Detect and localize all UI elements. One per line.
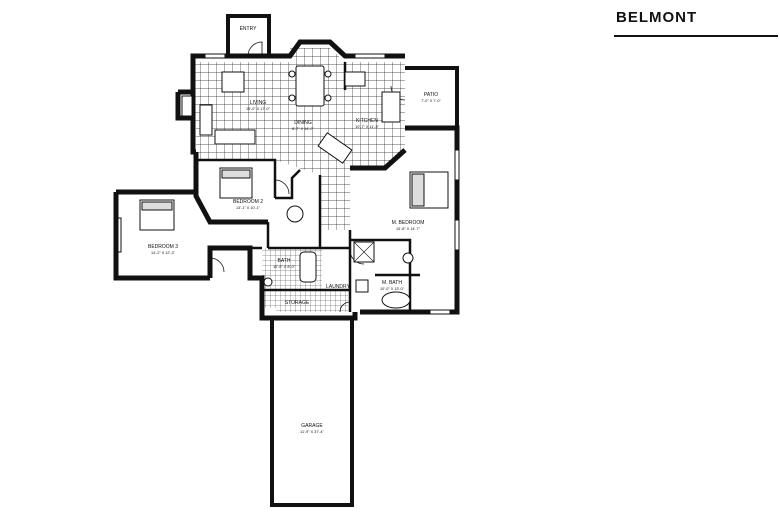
bath-dims: 10'-0" X 8'-0" xyxy=(273,265,296,269)
garage-label: GARAGE xyxy=(301,423,323,429)
living-armchair xyxy=(221,71,245,93)
dining-chair xyxy=(288,94,296,102)
patio-label: PATIO xyxy=(424,92,438,98)
dining-table xyxy=(295,65,325,107)
bathtub xyxy=(299,251,317,283)
living-sofa xyxy=(199,104,213,136)
storage-label: STORAGE xyxy=(285,300,310,306)
toilet xyxy=(263,277,273,287)
master-bath-label: M. BATH xyxy=(382,280,402,286)
toilet xyxy=(402,252,414,264)
plan-title: BELMONT xyxy=(616,9,698,26)
kitchen-island xyxy=(317,132,353,164)
kitchen-counter xyxy=(381,91,401,123)
garage-dims: 11'-9" X 37'-4" xyxy=(300,430,324,434)
laundry-label: LAUNDRY xyxy=(326,284,350,290)
living-dims: 15'-0" X 17'-0" xyxy=(246,107,271,111)
furniture xyxy=(139,65,449,309)
bath-label: BATH xyxy=(278,258,291,264)
master-bedroom-label: M. BEDROOM xyxy=(392,220,425,226)
exterior-walls xyxy=(113,14,460,507)
room-labels: ENTRY LIVING 15'-0" X 17'-0" DINING 8'-7… xyxy=(148,26,442,434)
entry-label: ENTRY xyxy=(240,26,258,32)
fireplace xyxy=(181,95,193,117)
master-bed-pillow xyxy=(411,173,425,207)
bedroom2-label: BEDROOM 2 xyxy=(233,199,263,205)
master-tub xyxy=(381,291,411,309)
master-bedroom-dims: 15'-8" X 14'-7" xyxy=(396,227,421,231)
dining-chair xyxy=(288,70,296,78)
interior-walls xyxy=(196,62,420,312)
dining-chair xyxy=(324,70,332,78)
round-fixture xyxy=(286,205,304,223)
bedroom3-label: BEDROOM 3 xyxy=(148,244,178,250)
living-label: LIVING xyxy=(250,100,267,106)
door-swings xyxy=(209,41,406,313)
dining-label: DINING xyxy=(294,120,312,126)
title-underline xyxy=(614,35,778,37)
kitchen-counter xyxy=(344,71,366,87)
kitchen-label: KITCHEN xyxy=(356,118,378,124)
dining-chair xyxy=(324,94,332,102)
kitchen-dims: 10'-7" X 11'-3" xyxy=(355,125,379,129)
patio-dims: 7'-0" X 7'-0" xyxy=(421,99,441,103)
windows xyxy=(117,53,460,315)
master-bath-dims: 10'-0" X 13'-0" xyxy=(380,287,405,291)
dining-dims: 8'-7" X 14'-0" xyxy=(292,127,315,131)
living-coffee-table xyxy=(214,129,256,145)
bedroom3-dims: 14'-2" X 12'-3" xyxy=(151,251,176,255)
washer xyxy=(355,279,369,293)
bedroom2-dims: 13'-1" X 10'-1" xyxy=(236,206,261,210)
